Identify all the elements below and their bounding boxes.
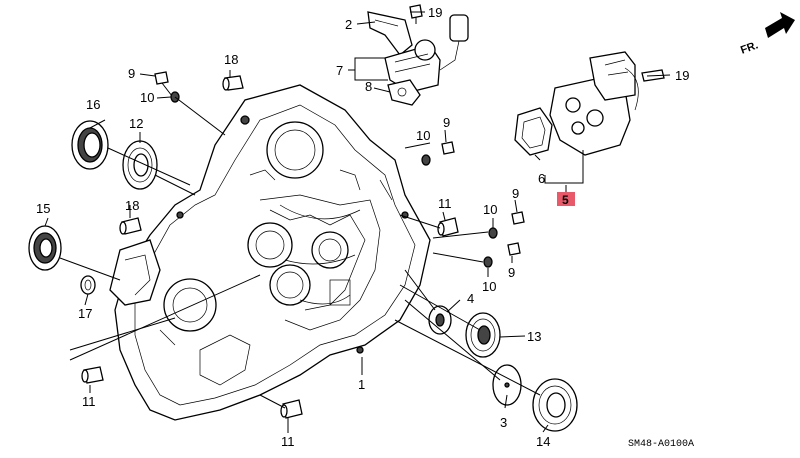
gasket-8 [387, 79, 421, 106]
plug-17 [80, 275, 96, 295]
callout-3[interactable]: 3 [500, 415, 507, 430]
callout-13[interactable]: 13 [527, 329, 541, 344]
callout-18-top[interactable]: 18 [224, 52, 238, 67]
bolt-9-mid [441, 141, 455, 155]
sensor-bracket-2 [367, 11, 413, 56]
callout-18-left[interactable]: 18 [125, 198, 139, 213]
bearing-12 [122, 140, 158, 190]
callout-11-bottom-left[interactable]: 11 [82, 394, 96, 409]
callout-12[interactable]: 12 [129, 116, 143, 131]
callout-1[interactable]: 1 [358, 377, 365, 392]
dowel-pin-11-bottom-left [81, 366, 104, 384]
callout-9-right-upper[interactable]: 9 [512, 186, 519, 201]
front-direction-label: FR. [739, 39, 760, 56]
bolt-19-top [409, 4, 423, 24]
leader-lines [44, 11, 671, 433]
solenoid-assembly-7 [384, 14, 469, 93]
washer-10-right-lower [483, 256, 493, 268]
callout-10-right-lower[interactable]: 10 [482, 279, 496, 294]
housing-side-flange [109, 239, 161, 306]
callout-19-right[interactable]: 19 [675, 68, 689, 83]
shim-3 [492, 364, 522, 406]
drawing-code: SM48-A0100A [628, 439, 694, 450]
dowel-pin-18-left [119, 217, 142, 235]
dowel-pin-11-bottom [280, 399, 303, 419]
oil-seal-16 [71, 120, 109, 170]
callout-5[interactable]: 5 [562, 193, 569, 207]
callout-9-top-left[interactable]: 9 [128, 66, 135, 81]
callout-14[interactable]: 14 [536, 434, 550, 449]
solenoid-valve-5 [549, 51, 639, 156]
transmission-housing [114, 84, 431, 421]
callout-15[interactable]: 15 [36, 201, 50, 216]
dowel-pin-11-right-upper [437, 217, 459, 237]
bolt-9-top-left [154, 71, 173, 97]
dowel-pin-18-top [222, 75, 244, 91]
callout-11-right-upper[interactable]: 11 [438, 196, 452, 211]
bearing-14 [532, 378, 578, 432]
callout-6[interactable]: 6 [538, 171, 545, 186]
callout-9-mid[interactable]: 9 [443, 115, 450, 130]
callout-4[interactable]: 4 [467, 291, 474, 306]
callout-11-bottom[interactable]: 11 [281, 434, 295, 449]
callout-16[interactable]: 16 [86, 97, 100, 112]
washer-10-mid [421, 154, 431, 166]
oil-seal-15 [28, 225, 62, 271]
gasket-6 [514, 107, 553, 156]
callout-8[interactable]: 8 [365, 79, 372, 94]
washer-10-right-upper [488, 227, 498, 239]
bearing-13 [465, 312, 501, 358]
callout-10-mid[interactable]: 10 [416, 128, 430, 143]
bolt-9-right-lower [507, 242, 521, 256]
callout-10-right-upper[interactable]: 10 [483, 202, 497, 217]
callout-7[interactable]: 7 [336, 63, 343, 78]
front-direction-arrow [765, 12, 795, 38]
callout-17[interactable]: 17 [78, 306, 92, 321]
callout-2[interactable]: 2 [345, 17, 352, 32]
callout-19-top[interactable]: 19 [428, 5, 442, 20]
callout-10-top-left[interactable]: 10 [140, 90, 154, 105]
highlight-box-5 [557, 192, 575, 206]
bolt-9-right-upper [511, 211, 525, 225]
callout-9-right-lower[interactable]: 9 [508, 265, 515, 280]
